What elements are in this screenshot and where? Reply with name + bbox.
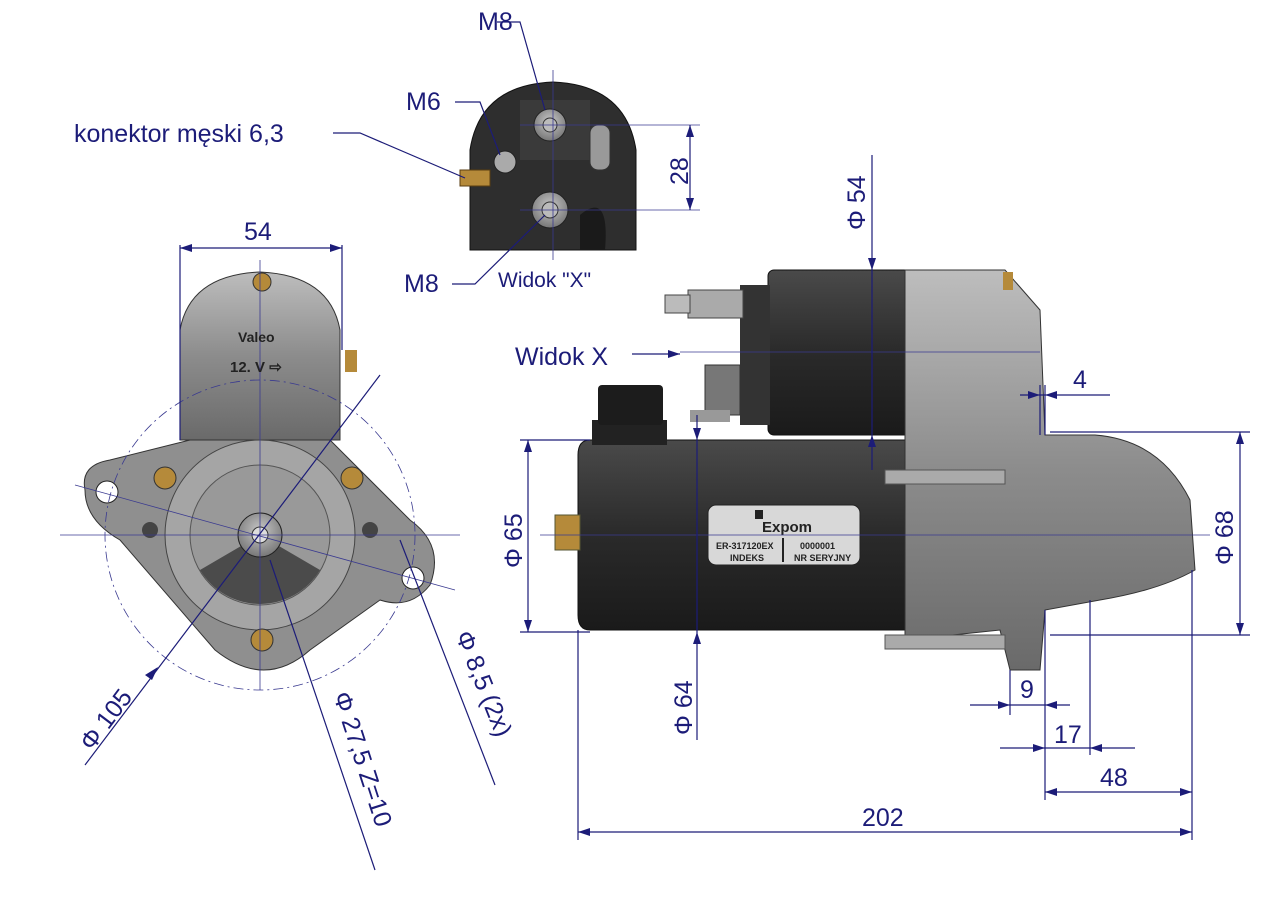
plate-index-label: INDEKS [730, 553, 764, 563]
dim-48: 48 [1100, 764, 1128, 792]
label-view-x: Widok X [515, 343, 608, 371]
plate-logo: Expom [762, 519, 812, 536]
label-m6: M6 [406, 88, 441, 116]
dim-4: 4 [1073, 366, 1087, 394]
plate-serial-value: 0000001 [800, 541, 835, 551]
plate-serial-label: NR SERYJNY [794, 553, 851, 563]
dim-65: Φ 65 [500, 513, 528, 568]
dim-54-side: Φ 54 [843, 175, 871, 230]
front-view: 54 Valeo 12. V ⇨ Φ 105 Φ 27,5 Z=10 Φ 8,5… [60, 218, 517, 871]
dim-64: Φ 64 [670, 680, 698, 735]
dim-54-front: 54 [244, 218, 272, 246]
dim-holes: Φ 8,5 (2x) [449, 627, 517, 741]
label-connector: konektor męski 6,3 [74, 120, 284, 148]
dim-17: 17 [1054, 721, 1082, 749]
top-view: M8 M6 konektor męski 6,3 28 M8 Widok "X" [74, 8, 700, 298]
label-m8-bottom: M8 [404, 270, 439, 298]
dim-105: Φ 105 [74, 684, 138, 756]
dim-28: 28 [666, 157, 694, 185]
view-caption: Widok "X" [498, 269, 591, 292]
brand-label: Valeo [238, 329, 275, 345]
plate-index-value: ER-317120EX [716, 541, 774, 551]
dim-202: 202 [862, 804, 904, 832]
dim-68: Φ 68 [1211, 510, 1239, 565]
dim-9: 9 [1020, 676, 1034, 704]
voltage-label: 12. V ⇨ [230, 359, 282, 376]
side-view: Expom ER-317120EX INDEKS 0000001 NR SERY… [500, 155, 1250, 840]
